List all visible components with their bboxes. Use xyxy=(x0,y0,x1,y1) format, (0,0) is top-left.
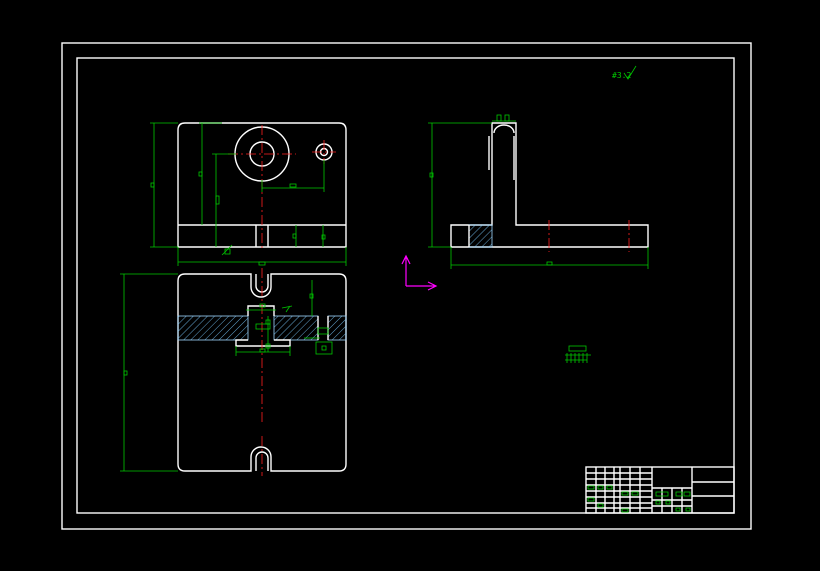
roughness-note-text: #3.2 xyxy=(612,71,631,80)
side-view-bore-top xyxy=(493,124,515,134)
section-hatch-left xyxy=(177,315,249,341)
ucs-axis-icon xyxy=(401,254,438,291)
side-view-section-hatch xyxy=(468,224,493,248)
section-hatch-middle xyxy=(273,315,319,341)
front-view-dimensions xyxy=(150,122,347,266)
bottom-slot-inner xyxy=(255,451,269,471)
top-view-outline xyxy=(177,273,347,472)
large-bore-outer xyxy=(234,126,290,182)
roughness-note: #3.2 xyxy=(612,65,637,80)
title-block-grid-mid xyxy=(652,488,692,513)
top-view-dimensions xyxy=(120,273,333,472)
surface-roughness-symbol xyxy=(623,65,637,80)
sheet-outer-border xyxy=(61,42,752,530)
side-view[interactable] xyxy=(428,114,649,269)
title-block-fill xyxy=(587,485,691,513)
top-view[interactable] xyxy=(120,268,347,476)
section-hatch-right xyxy=(327,315,347,341)
technical-notes xyxy=(565,345,591,363)
section-bore-profile xyxy=(235,305,329,347)
title-block-frame xyxy=(585,466,735,514)
title-block-grid-left xyxy=(586,467,652,513)
title-block[interactable] xyxy=(585,466,735,514)
side-view-dimensions xyxy=(428,114,649,269)
front-view[interactable] xyxy=(150,122,347,266)
sheet-inner-frame xyxy=(76,57,735,514)
